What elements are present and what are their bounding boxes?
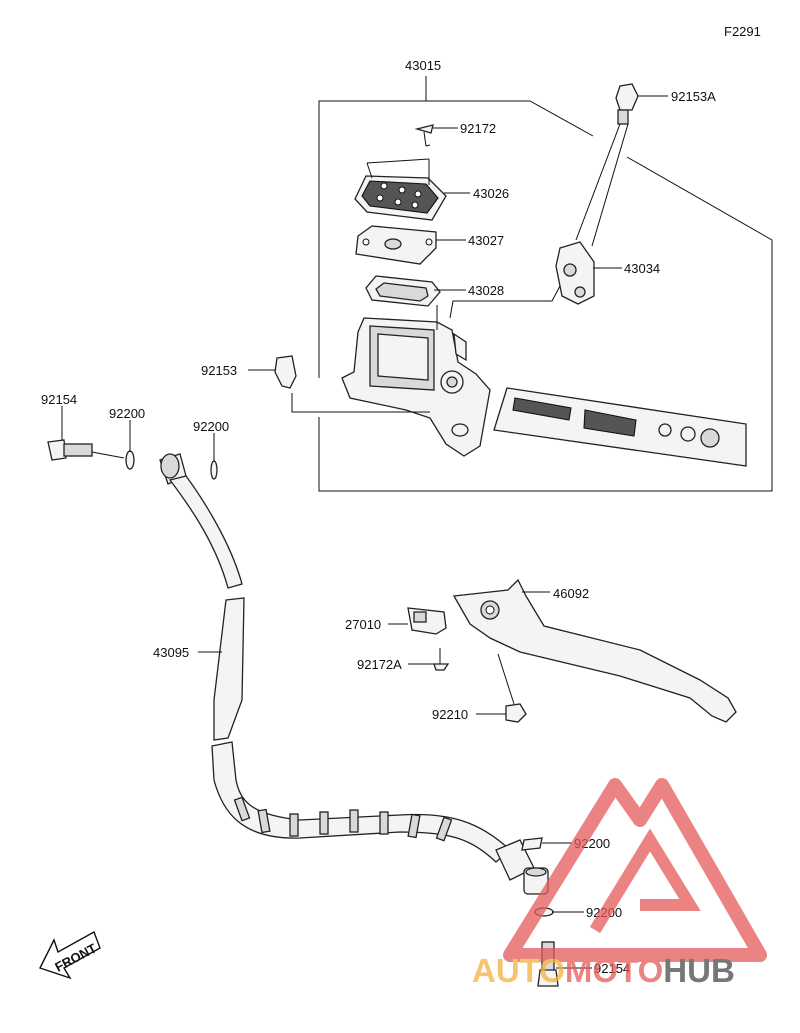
- label-92154-top: 92154: [41, 392, 77, 407]
- clutch-lever-part: [452, 578, 737, 723]
- watermark-logo: AUTOMOTOHUB: [472, 778, 767, 989]
- piston-assembly: [493, 387, 747, 467]
- label-92200-a: 92200: [109, 406, 145, 421]
- master-cylinder-body: [341, 305, 491, 457]
- label-92172: 92172: [460, 121, 496, 136]
- diaphragm-plate-part: [355, 225, 466, 265]
- washer-top-right-part: [210, 433, 218, 480]
- watermark-auto: AUTOMOTOHUB: [472, 952, 735, 989]
- label-43015: 43015: [405, 58, 441, 73]
- label-92153: 92153: [201, 363, 237, 378]
- hose-lower-fitting-part: [523, 867, 549, 895]
- label-92172A: 92172A: [357, 657, 402, 672]
- mirror-bolt-part: [575, 83, 668, 247]
- cap-screw-part: [414, 124, 458, 147]
- label-43034: 43034: [624, 261, 660, 276]
- label-92153A: 92153A: [671, 89, 716, 104]
- label-92200-b: 92200: [193, 419, 229, 434]
- clutch-hose-part: [159, 453, 535, 881]
- label-27010: 27010: [345, 617, 381, 632]
- lever-nut-part: [476, 653, 527, 723]
- label-43026: 43026: [473, 186, 509, 201]
- label-92210: 92210: [432, 707, 468, 722]
- label-43027: 43027: [468, 233, 504, 248]
- assembly-frame: [318, 76, 773, 492]
- switch-screw-part: [408, 648, 450, 671]
- label-46092: 46092: [553, 586, 589, 601]
- front-arrow-icon: FRONT: [39, 930, 101, 980]
- banjo-bolt-top-part: [47, 406, 125, 461]
- reservoir-cap-part: [354, 158, 470, 221]
- washer-bottom-upper-part: [521, 837, 572, 851]
- washer-top-left-part: [125, 420, 135, 470]
- lever-bracket-part: [449, 241, 622, 319]
- part-labels: 43015 92153A 92172 43026 43027 43028 430…: [41, 58, 716, 976]
- label-43028: 43028: [468, 283, 504, 298]
- label-43095: 43095: [153, 645, 189, 660]
- label-92154-bottom: 92154: [594, 961, 630, 976]
- figure-code: F2291: [724, 24, 761, 39]
- clutch-switch-part: [388, 607, 447, 635]
- diaphragm-part: [365, 275, 466, 307]
- reservoir-cap-bolt-part: [248, 355, 430, 413]
